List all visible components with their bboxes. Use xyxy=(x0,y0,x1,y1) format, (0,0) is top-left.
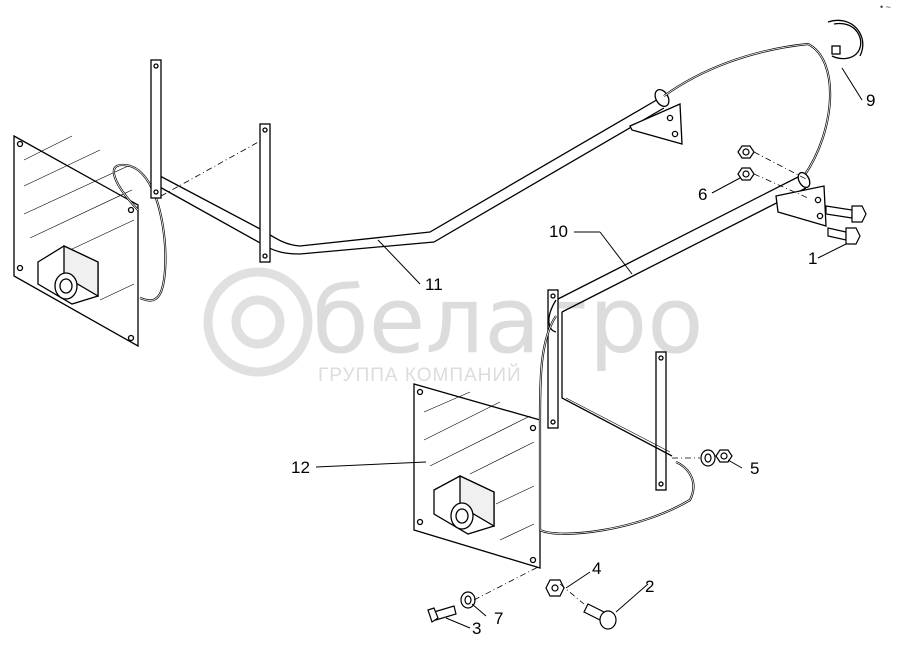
callout-7: 7 xyxy=(494,609,503,628)
callout-10: 10 xyxy=(549,222,568,241)
lower-lamp-assembly xyxy=(413,383,541,569)
callout-2: 2 xyxy=(645,577,654,596)
callout-6: 6 xyxy=(698,185,707,204)
watermark-logo-circle xyxy=(203,267,313,377)
clip-9 xyxy=(827,19,864,60)
frame-tube-10 xyxy=(555,171,827,313)
bottom-hardware xyxy=(427,579,617,630)
upper-brackets xyxy=(150,59,271,263)
callout-4: 4 xyxy=(592,559,601,578)
bolts-1 xyxy=(825,205,867,245)
callout-12: 12 xyxy=(291,458,310,477)
watermark-logo-text: белагро xyxy=(312,267,704,374)
lower-brackets xyxy=(547,289,667,491)
callout-1: 1 xyxy=(808,249,817,268)
washer-nut-5 xyxy=(700,449,733,467)
left-lamp-assembly xyxy=(13,134,139,348)
callout-9: 9 xyxy=(866,91,875,110)
callouts: 11 10 12 9 6 1 5 4 2 7 3 xyxy=(291,91,875,638)
corner-mark: • ~ xyxy=(880,2,891,12)
leader-lines xyxy=(315,67,863,629)
watermark: белагро ГРУППА КОМПАНИЙ xyxy=(203,267,704,386)
watermark-subtitle: ГРУППА КОМПАНИЙ xyxy=(318,364,522,386)
callout-3: 3 xyxy=(472,619,481,638)
lower-frame-tube xyxy=(548,299,673,457)
callout-11: 11 xyxy=(425,275,443,294)
callout-5: 5 xyxy=(750,459,759,478)
nuts-6 xyxy=(737,145,755,181)
frame-tube-11 xyxy=(157,88,683,255)
